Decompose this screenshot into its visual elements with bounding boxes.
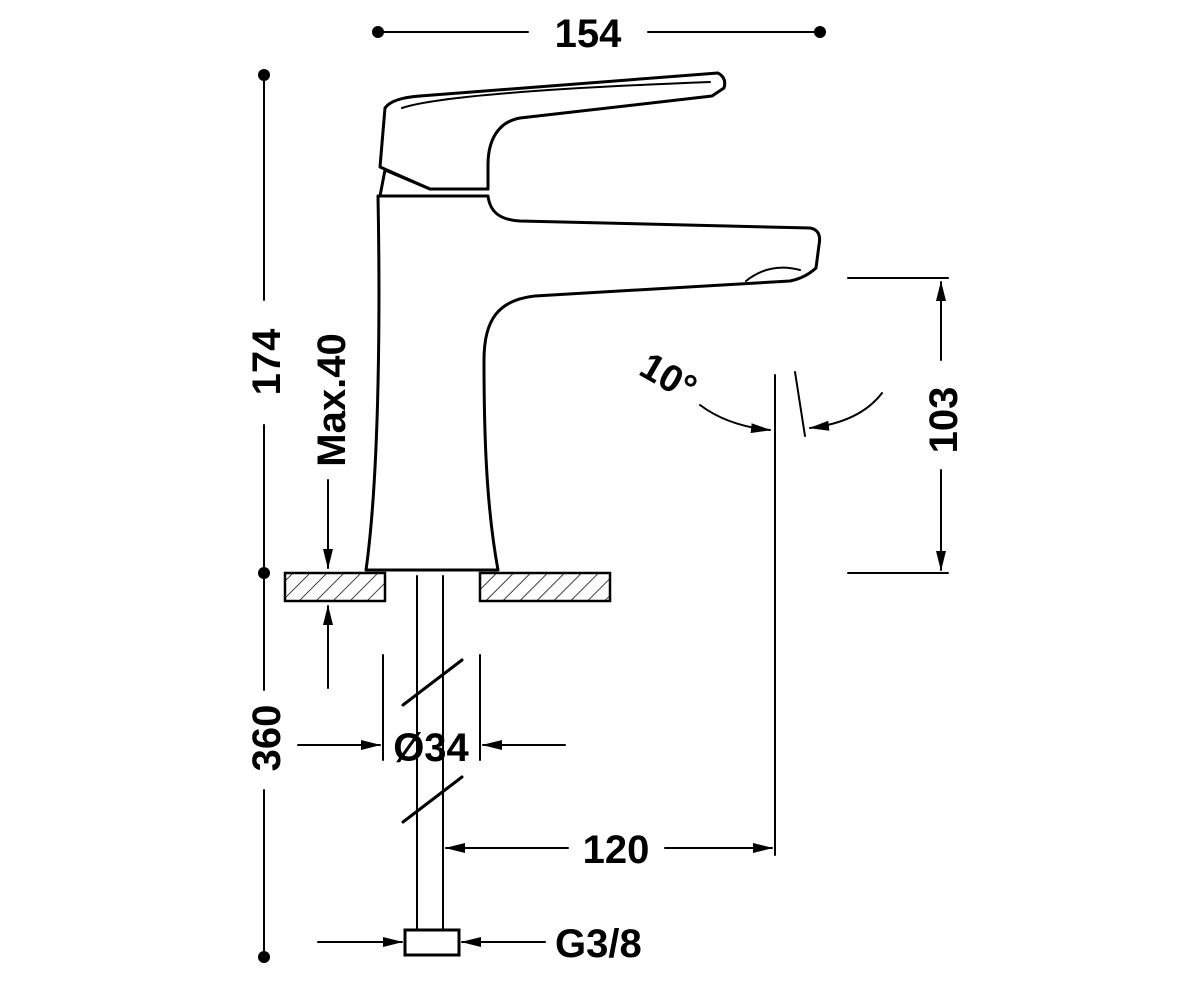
spout-height-label: 103 bbox=[922, 387, 966, 454]
faucet-column-and-spout bbox=[364, 194, 822, 572]
dimension-reach: 120 bbox=[445, 374, 776, 872]
dimension-connection: G3/8 bbox=[317, 922, 642, 966]
reach-label: 120 bbox=[583, 828, 650, 872]
dimension-max-deck: Max.40 bbox=[310, 333, 354, 689]
diameter-label: Ø34 bbox=[393, 726, 469, 770]
hose-length-label: 360 bbox=[245, 705, 289, 772]
deck-left bbox=[283, 571, 387, 603]
angle-label: 10° bbox=[633, 345, 704, 410]
dimension-width-154: 154 bbox=[372, 12, 826, 56]
dimension-height: 174 360 bbox=[245, 69, 289, 963]
deck-right bbox=[478, 571, 612, 603]
dimension-angle: 10° bbox=[633, 345, 883, 437]
supply-hose bbox=[401, 575, 464, 957]
lever-highlight bbox=[401, 81, 711, 109]
dimension-diameter: Ø34 bbox=[297, 654, 566, 770]
width-label: 154 bbox=[555, 12, 622, 56]
g38-connector bbox=[403, 928, 461, 957]
handle-collar bbox=[378, 168, 490, 198]
max-deck-label: Max.40 bbox=[310, 333, 354, 466]
countertop-deck bbox=[283, 571, 612, 603]
total-height-label: 174 bbox=[245, 328, 289, 395]
connection-label: G3/8 bbox=[555, 922, 642, 966]
dimension-spout-height: 103 bbox=[847, 277, 966, 574]
faucet-body bbox=[364, 71, 822, 572]
aerator-detail bbox=[745, 266, 801, 282]
lever-handle bbox=[378, 71, 727, 191]
